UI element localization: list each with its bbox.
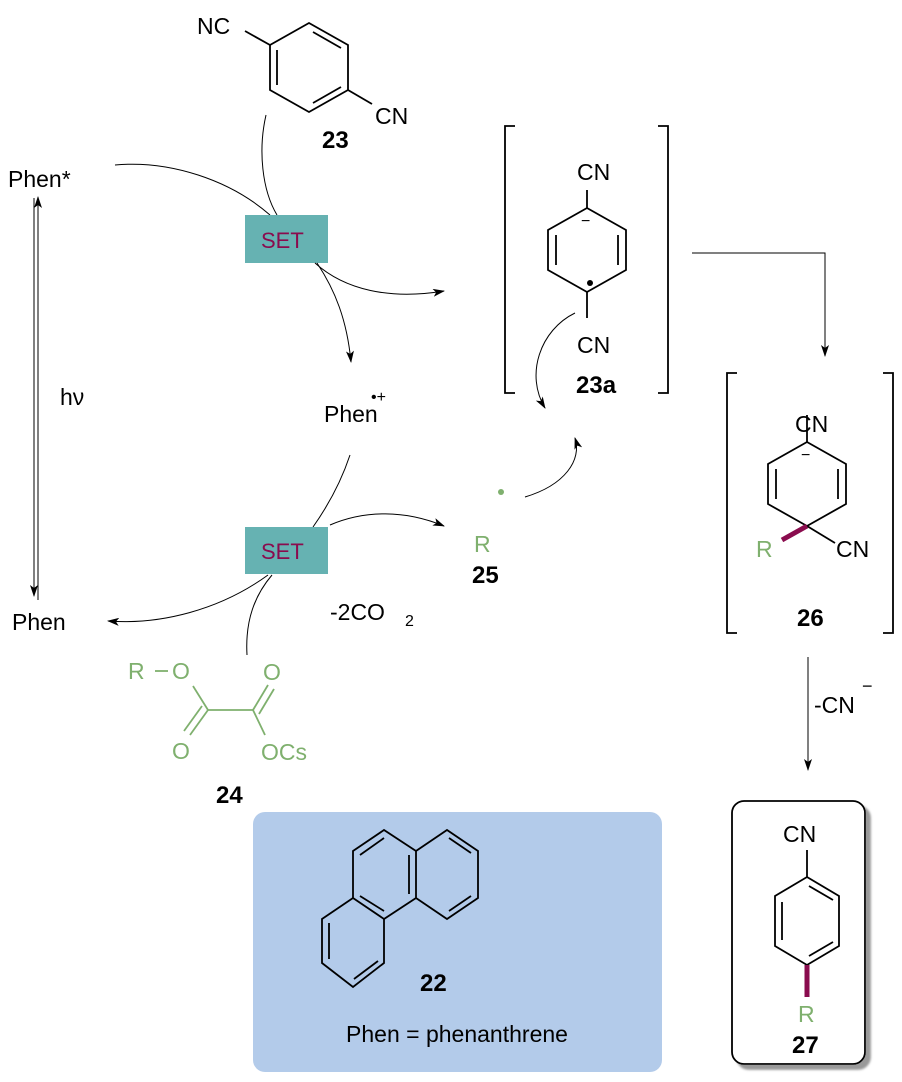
compound-label-26: 26 xyxy=(797,605,824,632)
phenanthrene-structure xyxy=(321,828,479,989)
radical-dot xyxy=(587,280,593,286)
arrow-set-to-phen xyxy=(107,574,269,626)
phen-definition: Phen = phenanthrene xyxy=(346,1021,568,1047)
compound-label-23a: 23a xyxy=(576,372,617,399)
set-label-1: SET xyxy=(261,228,304,253)
arrow-23a-combination xyxy=(535,312,576,409)
arrow-set-to-phen-radical-cation xyxy=(316,262,354,363)
nitrile-quaternary: CN xyxy=(836,536,869,562)
cyanide-loss-label: -CN xyxy=(814,692,855,718)
alkyl-r: R xyxy=(798,1001,815,1027)
arrow-radical-to-23a xyxy=(524,437,583,498)
arrow-23-to-set xyxy=(261,114,278,216)
set-box-1: SET xyxy=(245,215,328,263)
anion-charge: − xyxy=(801,447,810,464)
nitrile-top: CN xyxy=(783,821,816,847)
arrow-phen-excited-to-set xyxy=(114,163,271,216)
nitrile-bottom: CN xyxy=(577,332,610,358)
compound-24: R O O O OCs 24 xyxy=(128,658,307,809)
arrow-set-to-23a xyxy=(314,262,445,297)
alkyl-r: R xyxy=(756,536,773,562)
compound-23: NC CN 23 xyxy=(197,13,408,154)
product-27-box: CN R 27 xyxy=(731,800,866,1065)
bracket-left xyxy=(726,372,737,634)
compound-label-23: 23 xyxy=(322,127,349,154)
radical-dot-green xyxy=(498,489,504,495)
carbonyl-oxygen-2: O xyxy=(263,659,281,685)
arrow-23a-to-26 xyxy=(692,252,829,357)
arrow-24-to-set xyxy=(246,574,273,656)
arrow-phen-radical-cation-to-set xyxy=(312,454,351,528)
anion-charge: − xyxy=(581,213,590,230)
compound-label-25: 25 xyxy=(472,562,499,589)
ester-oxygen: O xyxy=(172,658,190,684)
nitrile-group-left: NC xyxy=(197,13,230,39)
set-box-2: SET xyxy=(245,527,328,574)
compound-label-24: 24 xyxy=(216,782,243,809)
nitrile-group-right: CN xyxy=(375,103,408,129)
phen-excited-label: Phen* xyxy=(8,166,71,192)
alkyl-r: R xyxy=(128,658,145,684)
light-label: hν xyxy=(60,384,84,410)
intermediate-23a: − CN CN 23a xyxy=(504,125,669,399)
radical-cation-charge: •+ xyxy=(371,389,386,406)
bracket-right xyxy=(658,125,669,394)
bracket-left xyxy=(504,125,515,394)
co2-loss-label: -2CO xyxy=(330,599,385,625)
set-label-2: SET xyxy=(261,539,304,564)
new-c-r-bond xyxy=(780,523,809,543)
phen-ground-label: Phen xyxy=(12,609,66,635)
cesium-carboxylate: OCs xyxy=(261,739,307,765)
arrow-set-to-radical xyxy=(329,513,445,527)
phen-radical-cation-label: Phen xyxy=(324,401,378,427)
carbonyl-oxygen-1: O xyxy=(172,738,190,764)
compound-label-27: 27 xyxy=(792,1032,819,1059)
compound-label-22: 22 xyxy=(420,970,447,997)
nitrile-top: CN xyxy=(577,159,610,185)
co2-subscript: 2 xyxy=(405,613,414,630)
alkyl-radical-r: R xyxy=(474,531,491,557)
phenanthrene-legend-box: 22 Phen = phenanthrene xyxy=(253,812,662,1072)
bracket-right xyxy=(883,372,894,634)
nitrile-top: CN xyxy=(795,411,828,437)
cyanide-charge: − xyxy=(862,676,873,696)
intermediate-26: − CN R CN 26 xyxy=(726,372,894,634)
